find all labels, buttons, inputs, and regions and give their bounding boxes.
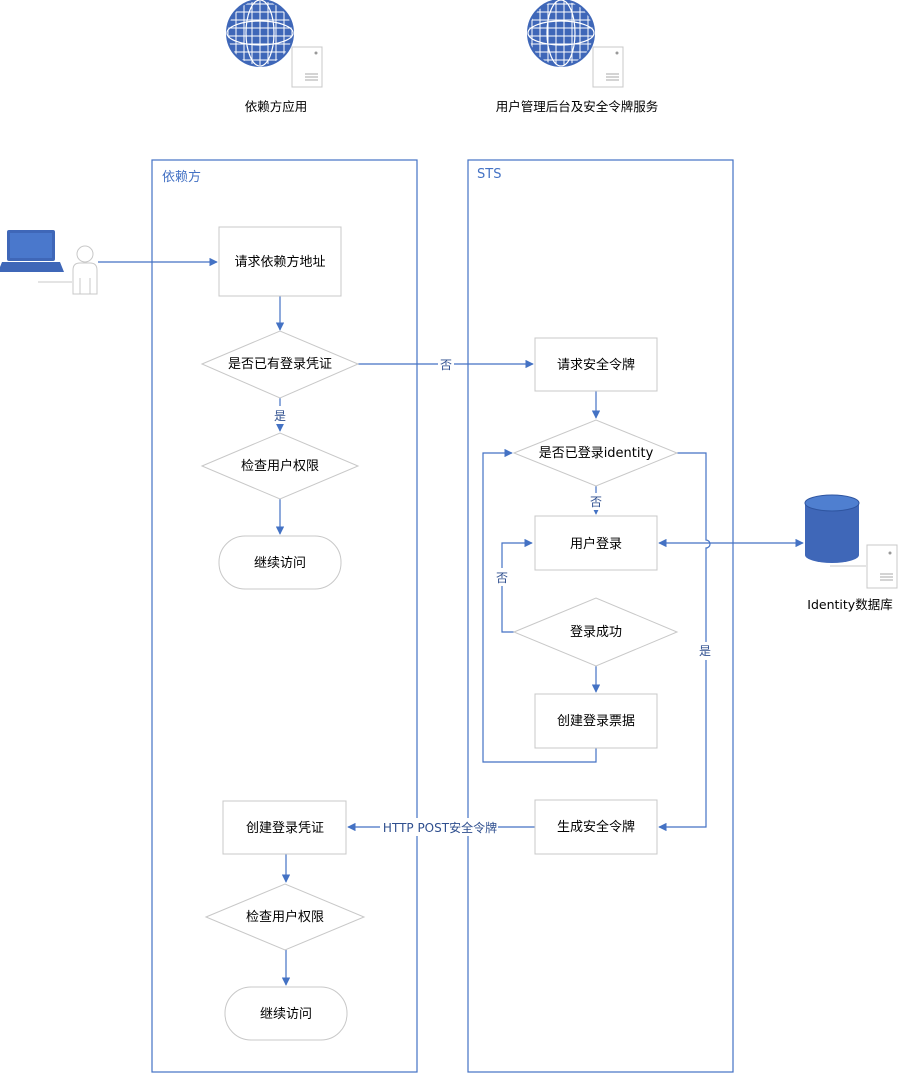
edge-label-logged-in-yes: 是 — [699, 644, 711, 658]
edge-label-bg — [494, 568, 510, 586]
process-request-token — [534, 337, 658, 392]
decision-logged-in-identity — [512, 419, 679, 487]
request-rp-url-label: 请求依赖方地址 — [234, 254, 325, 270]
process-create-ticket — [534, 693, 658, 749]
request-token-label: 请求安全令牌 — [557, 357, 635, 373]
user-icon — [72, 245, 98, 295]
edge-label-yes-credential: 是 — [274, 409, 286, 423]
right-service-label: 用户管理后台及安全令牌服务 — [496, 99, 659, 114]
check-permission-2-label: 检查用户权限 — [246, 909, 324, 925]
database-label: Identity数据库 — [807, 597, 892, 612]
logged-in-identity-label: 是否已登录identity — [539, 446, 654, 461]
edge-label-no-credential: 否 — [440, 358, 452, 372]
login-success-label: 登录成功 — [570, 625, 622, 640]
edge-login-failed — [501, 538, 533, 633]
decision-has-credential — [200, 330, 360, 399]
lane-rp-title: 依赖方 — [162, 169, 201, 185]
continue-access-2-label: 继续访问 — [260, 1007, 312, 1022]
edge-label-not-logged-in: 否 — [590, 495, 602, 509]
edge-label-bg — [588, 493, 604, 510]
process-request-rp-url — [218, 226, 342, 297]
has-credential-label: 是否已有登录凭证 — [228, 357, 332, 372]
laptop-icon — [0, 230, 64, 272]
database-icon — [804, 494, 898, 589]
edge-label-bg — [438, 355, 454, 373]
edge-ticket-loop — [482, 448, 597, 763]
lane-sts-title: STS — [477, 167, 501, 182]
check-permission-1-label: 检查用户权限 — [241, 458, 319, 474]
continue-access-1-label: 继续访问 — [254, 556, 306, 571]
connectors — [98, 257, 804, 986]
edge-label-bg — [272, 406, 288, 424]
user-login-label: 用户登录 — [570, 536, 622, 552]
server-globe-icon-right — [527, 0, 624, 88]
terminal-continue-access-1 — [218, 535, 342, 590]
create-ticket-label: 创建登录票据 — [557, 714, 635, 729]
decision-check-permission-2 — [204, 883, 366, 951]
server-globe-icon-left — [226, 0, 323, 88]
process-user-login — [534, 515, 658, 571]
edge-label-http-post: HTTP POST安全令牌 — [383, 820, 497, 835]
generate-token-label: 生成安全令牌 — [557, 819, 635, 835]
lane-relying-party — [151, 159, 418, 1073]
decision-check-permission-1 — [200, 432, 360, 500]
edge-label-login-failed: 否 — [496, 571, 508, 585]
lane-sts — [467, 159, 734, 1073]
process-create-credential — [222, 800, 347, 855]
edge-label-bg — [697, 642, 713, 660]
decision-login-success — [512, 597, 679, 667]
edge-label-bg — [380, 818, 498, 836]
terminal-continue-access-2 — [224, 986, 348, 1041]
process-generate-token — [534, 799, 658, 855]
edge-logged-in-yes — [658, 452, 711, 832]
create-credential-label: 创建登录凭证 — [246, 821, 324, 836]
left-app-label: 依赖方应用 — [245, 99, 308, 114]
